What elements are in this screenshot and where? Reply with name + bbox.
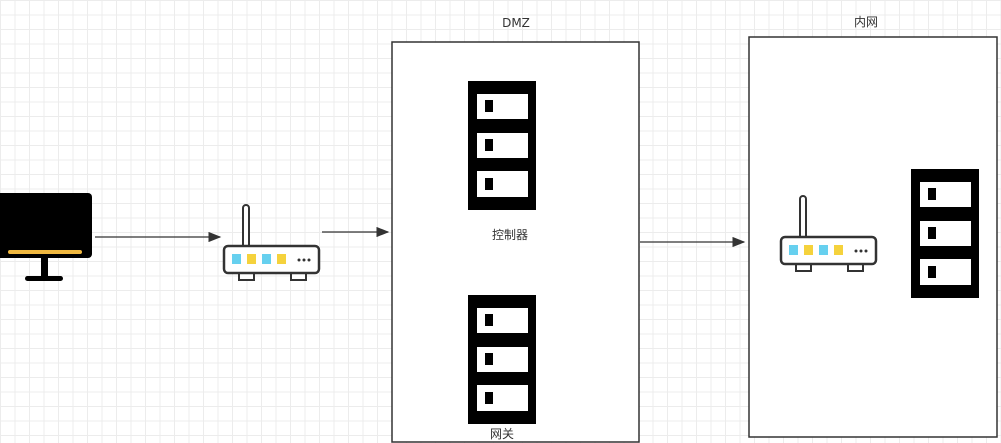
gateway-server-icon (468, 295, 536, 424)
dmz-label: DMZ (502, 16, 530, 30)
intranet-label: 内网 (853, 15, 879, 29)
intranet-server-icon (911, 169, 979, 298)
gateway-label: 网关 (489, 427, 515, 441)
controller-label: 控制器 (491, 228, 529, 242)
router-icon (222, 203, 321, 282)
monitor-icon (0, 193, 92, 281)
controller-server-icon (468, 81, 536, 210)
